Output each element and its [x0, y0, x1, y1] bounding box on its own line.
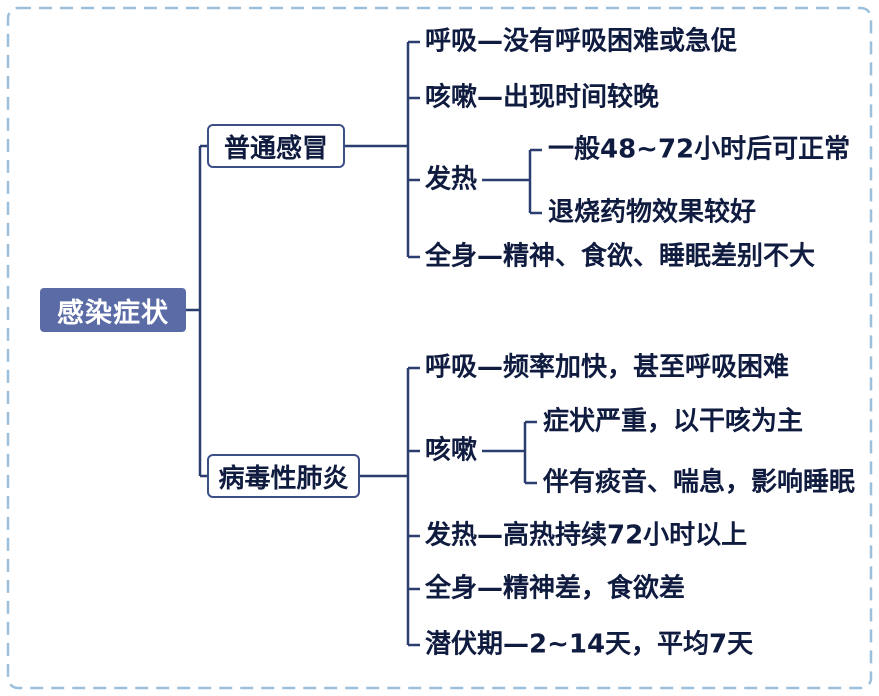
leaf-cold-general: 全身—精神、食欲、睡眠差别不大 — [425, 241, 816, 272]
connector-root-to-branches — [186, 144, 207, 478]
connector-cold-children — [345, 40, 420, 259]
leaf-pneumonia-cough-sleep: 伴有痰音、喘息，影响睡眠 — [543, 467, 856, 498]
connector-pneumonia-cough-bracket — [482, 420, 537, 485]
branch-viral-pneumonia: 病毒性肺炎 — [207, 454, 360, 498]
connector-pneumonia-children — [359, 366, 420, 647]
dashed-frame — [6, 6, 873, 690]
leaf-pneumonia-general: 全身—精神差，食欲差 — [425, 573, 686, 604]
leaf-cold-fever-medicine: 退烧药物效果较好 — [548, 197, 757, 228]
leaf-pneumonia-incubation: 潜伏期—2~14天，平均7天 — [425, 629, 754, 660]
leaf-pneumonia-cough-dry: 症状严重，以干咳为主 — [543, 406, 804, 437]
branch-viral-pneumonia-label: 病毒性肺炎 — [218, 463, 349, 494]
branch-common-cold: 普通感冒 — [207, 124, 345, 168]
leaf-cold-cough: 咳嗽—出现时间较晚 — [425, 82, 660, 113]
root-label: 感染症状 — [57, 297, 169, 329]
connector-cold-fever-bracket — [482, 148, 542, 215]
leaf-cold-fever-recovery: 一般48~72小时后可正常 — [548, 134, 851, 165]
leaf-pneumonia-fever: 发热—高热持续72小时以上 — [425, 520, 748, 551]
leaf-pneumonia-cough: 咳嗽 — [425, 435, 478, 466]
root-node-infection-symptoms: 感染症状 — [40, 288, 186, 332]
leaf-cold-fever: 发热 — [425, 164, 478, 195]
branch-common-cold-label: 普通感冒 — [223, 133, 328, 164]
leaf-pneumonia-breathing: 呼吸—频率加快，甚至呼吸困难 — [425, 352, 790, 383]
leaf-cold-breathing: 呼吸—没有呼吸困难或急促 — [425, 26, 738, 57]
